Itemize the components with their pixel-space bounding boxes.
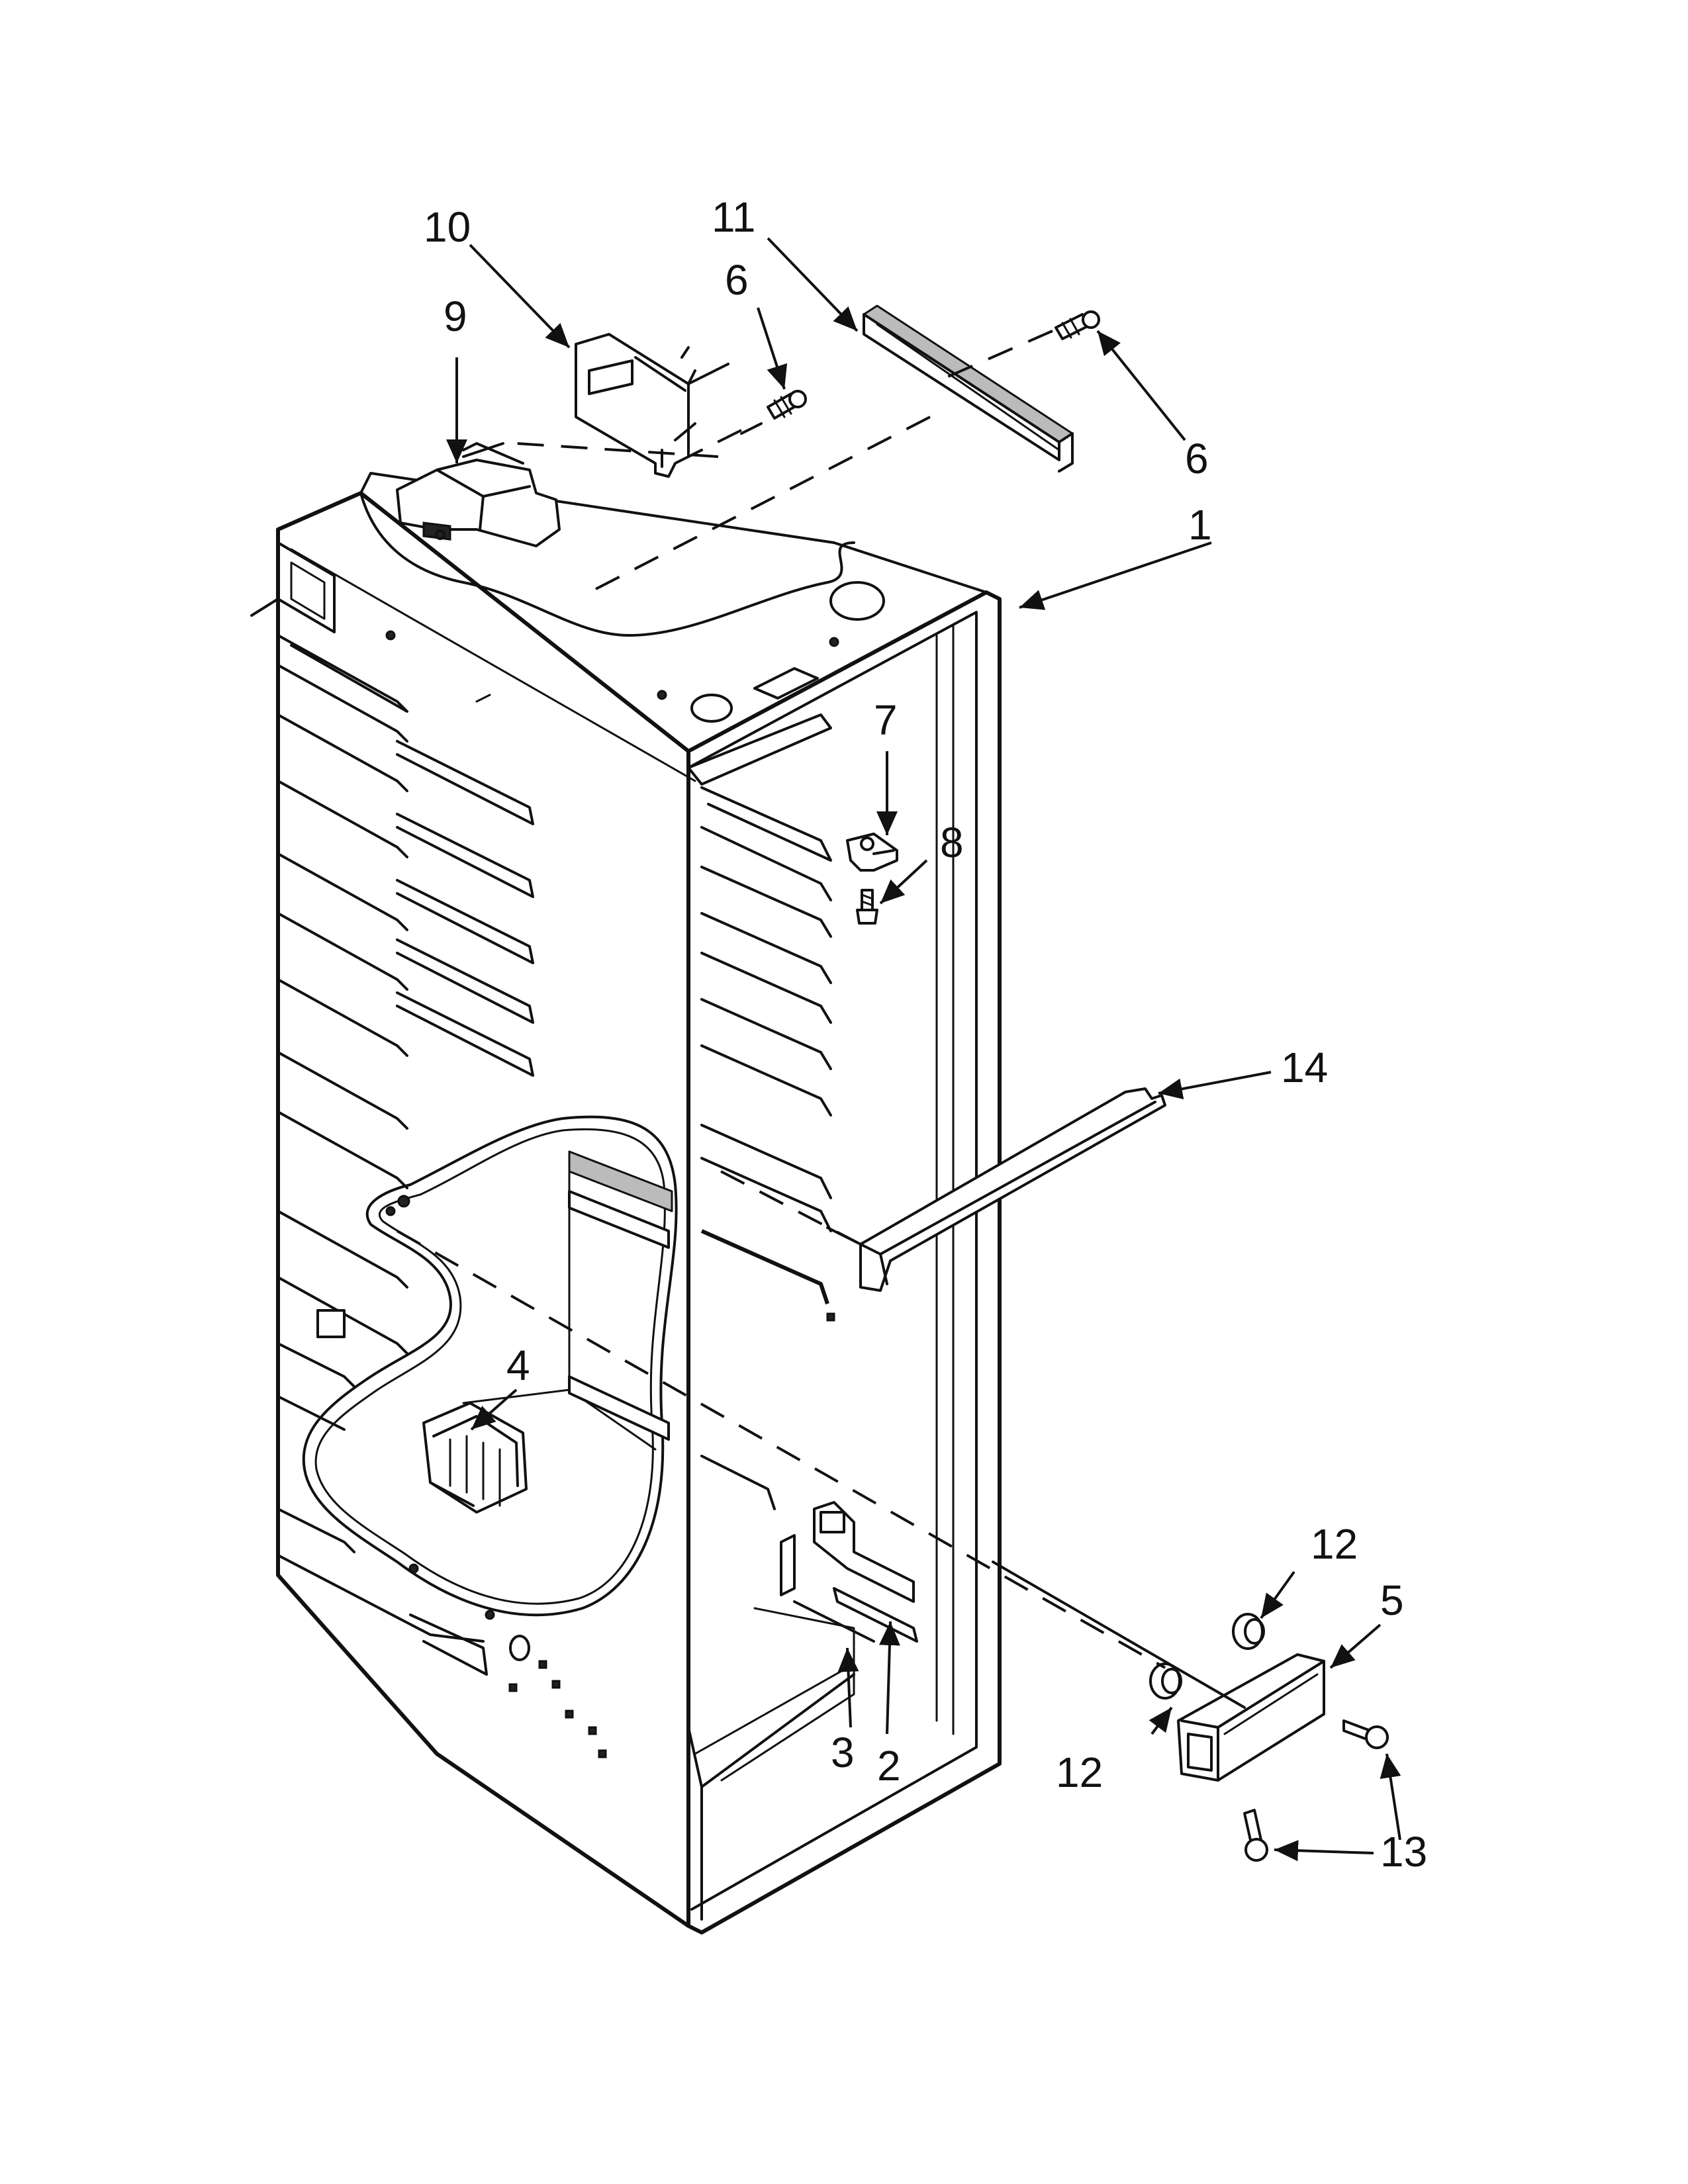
water-filter-housing <box>1177 1653 1325 1782</box>
callout-5: 5 <box>1380 1576 1404 1624</box>
callout-8: 8 <box>940 819 964 866</box>
callout-12b: 12 <box>1056 1749 1103 1796</box>
hanger-strip <box>863 304 1074 473</box>
callout-3: 3 <box>831 1729 855 1776</box>
rear-vent-opening <box>250 541 336 633</box>
clip-screw <box>856 889 878 925</box>
callout-7: 7 <box>874 696 898 744</box>
callout-4: 4 <box>506 1342 530 1389</box>
callout-2: 2 <box>877 1742 901 1790</box>
shelf-clip <box>846 833 898 872</box>
bottom-holes <box>408 1563 607 1758</box>
screw-bottom <box>1243 1809 1268 1862</box>
crisper-rail-strip <box>780 1501 918 1643</box>
mounting-bracket <box>575 333 703 478</box>
callout-14: 14 <box>1281 1044 1328 1091</box>
callout-12a: 12 <box>1311 1520 1358 1568</box>
callout-1: 1 <box>1188 501 1212 549</box>
left-shelf-rails <box>277 634 534 1676</box>
callout-10: 10 <box>424 203 471 251</box>
exploded-view-lines <box>397 330 1246 1709</box>
callout-11: 11 <box>712 193 755 241</box>
callout-9: 9 <box>444 293 467 340</box>
control-housing <box>396 442 561 547</box>
callout-labels: 1 2 3 4 5 6 6 7 8 9 10 11 12 12 13 14 <box>424 193 1427 1876</box>
track-cover <box>859 1087 1166 1292</box>
screw-upper-right <box>1055 310 1100 340</box>
callout-arrows <box>446 237 1401 1862</box>
grommet-lower <box>1149 1662 1182 1700</box>
right-shelf-rails <box>687 713 835 1510</box>
screw-right <box>1342 1719 1389 1749</box>
grommet-upper <box>1232 1613 1265 1650</box>
air-damper <box>422 1402 528 1514</box>
callout-6b: 6 <box>1185 435 1209 482</box>
screw-upper-left <box>767 390 807 420</box>
refrigerator-liner <box>276 472 1002 1934</box>
liner-cutaway <box>302 1115 678 1617</box>
callout-13: 13 <box>1380 1828 1427 1876</box>
callout-6a: 6 <box>725 256 749 304</box>
